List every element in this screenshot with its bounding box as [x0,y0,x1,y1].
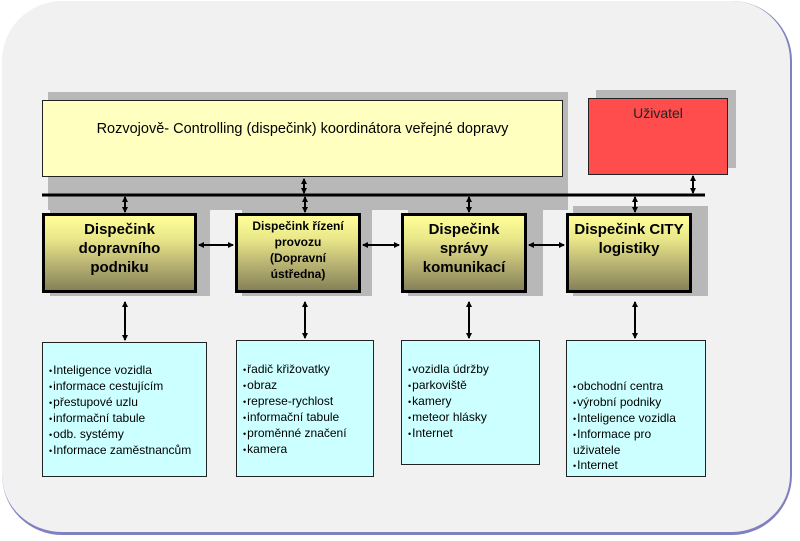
info-item: obchodní centra [573,379,705,395]
info-item: Internet [408,426,539,442]
info-item: Inteligence vozidla [573,411,705,427]
info-item: Informace pro uživatele [573,427,705,458]
info-item: řadič křižovatky [243,362,373,378]
info-box-traffic-control: řadič křižovatky obraz represe-rychlost … [236,340,374,477]
info-item: informační tabule [49,411,206,427]
dispatcher-transport-company: Dispečink dopravního podniku [42,213,197,293]
info-item: Internet [573,458,705,474]
dispatcher-road-management: Dispečink správy komunikací [401,213,527,293]
info-item: Informace zaměstnancům [49,443,206,459]
info-item: odb. systémy [49,427,206,443]
info-item: kamery [408,394,539,410]
info-item: výrobní podniky [573,395,705,411]
user-box: Uživatel [588,98,728,175]
info-item: vozidla údržby [408,362,539,378]
dispatcher-city-logistics: Dispečink CITY logistiky [566,213,692,293]
info-box-city-logistics: obchodní centra výrobní podniky Intelige… [566,340,706,477]
coordinator-label: Rozvojově- Controlling (dispečink) koord… [96,121,509,137]
info-item: informační tabule [243,410,373,426]
info-box-road-management: vozidla údržby parkoviště kamery meteor … [401,340,540,465]
coordinator-box: Rozvojově- Controlling (dispečink) koord… [42,100,563,177]
info-item: informace cestujícím [49,379,206,395]
info-item: kamera [243,442,373,458]
info-item: represe-rychlost [243,394,373,410]
dispatcher-traffic-control: Dispečink řízení provozu (Dopravní ústře… [235,213,361,293]
info-item: proměnné značení [243,426,373,442]
info-item: parkoviště [408,378,539,394]
user-label: Uživatel [633,105,683,121]
info-box-transport-company: Inteligence vozidla informace cestujícím… [42,342,207,477]
info-item: obraz [243,378,373,394]
info-item: Inteligence vozidla [49,363,206,379]
info-item: přestupové uzlu [49,395,206,411]
info-item: meteor hlásky [408,410,539,426]
